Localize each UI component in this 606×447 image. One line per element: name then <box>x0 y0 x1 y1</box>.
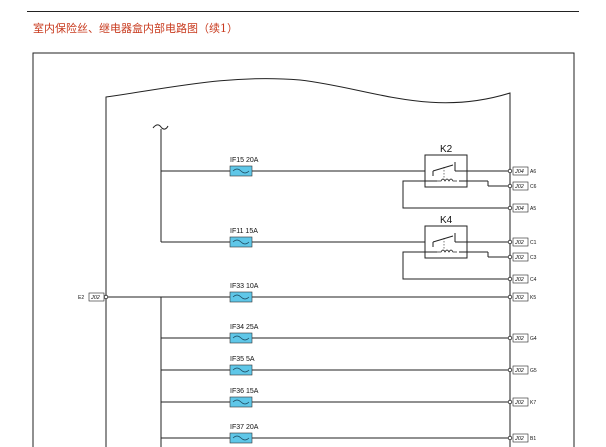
fuse-5-output-connector-box <box>512 365 529 375</box>
relay-k4-name: K4 <box>440 215 453 226</box>
fuse-1-label: IF15 20A <box>230 157 259 164</box>
relay-k4-output-1-connector-code: J02 <box>514 240 524 246</box>
relay-k4-output-2-connector-box <box>512 252 529 262</box>
fuse-7-label: IF37 20A <box>230 424 259 431</box>
relay-k2-coil <box>437 178 457 182</box>
relay-k4-output-3-pin: C4 <box>530 277 537 283</box>
relay-k4-output-1-pin: C1 <box>530 240 537 246</box>
relay-k2-output-2-pin: C6 <box>530 184 537 190</box>
relay-k2-output-1-connector-box <box>512 166 529 176</box>
relay-k4-switch-blade <box>432 235 454 243</box>
relay-k4-output-3-connector-code: J02 <box>514 277 524 283</box>
page-title: 室内保险丝、继电器盒内部电路图（续1） <box>33 22 238 35</box>
fuse-6-label: IF36 15A <box>230 388 259 395</box>
relay-k2-output-2-connector-box <box>512 181 529 191</box>
relay-k4-output-2-pin: C3 <box>530 255 537 261</box>
relay-k2-output-3-terminal <box>507 205 513 211</box>
fuse-3-element <box>232 294 250 300</box>
fuse-1-element <box>232 168 250 174</box>
fuse-4-output-terminal <box>507 335 513 341</box>
fuse-6-element <box>232 399 250 405</box>
fuse-4-output-pin: G4 <box>530 336 537 342</box>
relay-k2-switch-blade <box>432 164 454 172</box>
relay-k2-output-2-terminal <box>507 183 513 189</box>
fuse-5-element <box>232 367 250 373</box>
relay-k2-name: K2 <box>440 144 453 155</box>
fuse-5-output-pin: G5 <box>530 368 537 374</box>
relay-k2-output-1-pin: A6 <box>530 169 536 175</box>
relay-k4-coil <box>437 249 457 253</box>
relay-k2-output-2-connector-code: J02 <box>514 184 524 190</box>
fuse-4-label: IF34 25A <box>230 324 259 331</box>
fuse-6-output-connector-box <box>512 397 529 407</box>
input-connector-box <box>88 292 105 302</box>
relay-k4-output-2-connector-code: J02 <box>514 255 524 261</box>
relay-k4-output-1-connector-box <box>512 237 529 247</box>
relay-k2-loop-wire <box>402 180 510 209</box>
fuse-3-output-pin: K5 <box>530 295 536 301</box>
top-rule <box>27 11 579 12</box>
fuse-3-output-connector-box <box>512 292 529 302</box>
input-terminal <box>103 294 109 300</box>
fuse-7-output-pin: B1 <box>530 436 536 442</box>
fuse-3-output-terminal <box>507 294 513 300</box>
fuse-2-label: IF11 15A <box>230 228 258 235</box>
fuse-7-output-connector-code: J02 <box>514 436 524 442</box>
relay-k2-output-3-connector-code: J04 <box>514 206 524 212</box>
upper-bus-tilde <box>152 124 169 130</box>
fuse-4-output-connector-box <box>512 333 529 343</box>
fuse-6-output-connector-code: J02 <box>514 400 524 406</box>
relay-k2-output-3-connector-box <box>512 203 529 213</box>
relay-k2-output-3-pin: A5 <box>530 206 536 212</box>
fuse-4-element <box>232 335 250 341</box>
fuse-6-output-pin: K7 <box>530 400 536 406</box>
fuse-7-output-terminal <box>507 435 513 441</box>
fuse-6-output-terminal <box>507 399 513 405</box>
relay-k4-loop-wire <box>402 251 510 280</box>
fuse-box-border <box>105 78 511 447</box>
fuse-4-output-connector-code: J02 <box>514 336 524 342</box>
fuse-7-output-connector-box <box>512 433 529 443</box>
fuse-5-output-terminal <box>507 367 513 373</box>
input-connector-code: J02 <box>90 295 100 301</box>
relay-k4-output-3-connector-box <box>512 274 529 284</box>
relay-k4-output-2-terminal <box>507 254 513 260</box>
relay-k4-output-3-terminal <box>507 276 513 282</box>
fuse-5-label: IF35 5A <box>230 356 255 363</box>
relay-k4-output-1-terminal <box>507 239 513 245</box>
relay-k2-output-1-connector-code: J04 <box>514 169 524 175</box>
fuse-3-output-connector-code: J02 <box>514 295 524 301</box>
relay-k2-output-1-terminal <box>507 168 513 174</box>
outer-frame <box>32 52 575 447</box>
fuse-7-element <box>232 435 250 441</box>
fuse-5-output-connector-code: J02 <box>514 368 524 374</box>
fuse-2-element <box>232 239 250 245</box>
fuse-3-label: IF33 10A <box>230 283 259 290</box>
input-connector-pin: E2 <box>78 295 84 301</box>
